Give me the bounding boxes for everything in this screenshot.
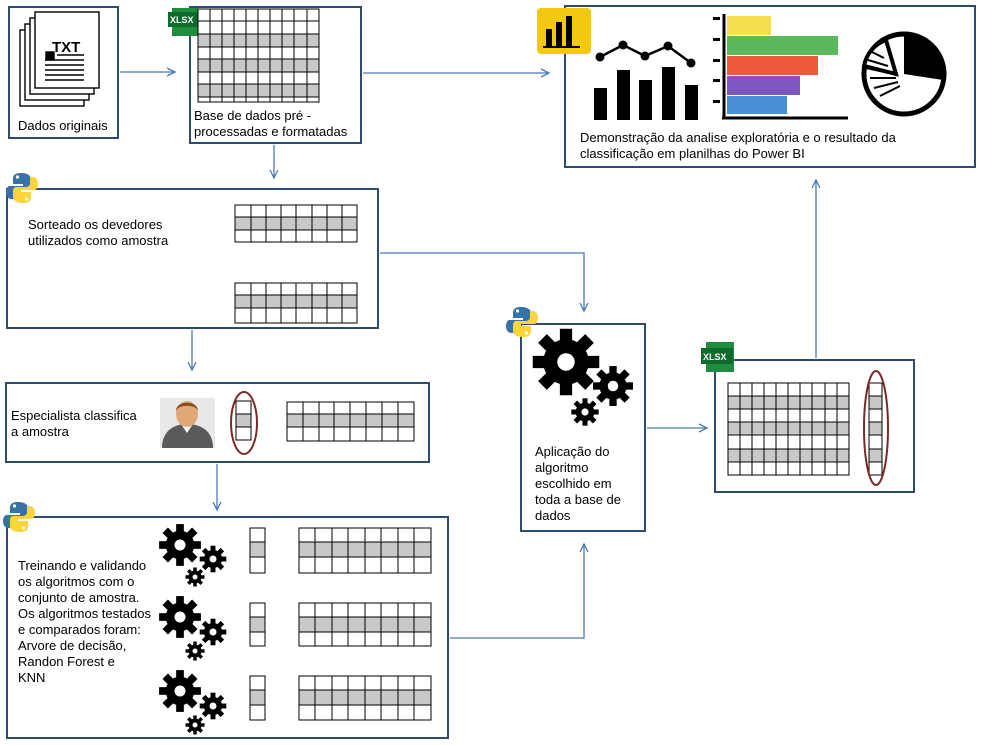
xlsx-file-icon: XLSX: [701, 342, 734, 372]
python-logo-icon: [6, 173, 38, 203]
application-label-line: dados: [535, 508, 571, 523]
training-grid: [298, 602, 432, 647]
application-label: Aplicação do algoritmo escolhido em toda…: [535, 444, 621, 524]
training-label: Treinando e validando os algoritmos com …: [18, 558, 151, 686]
label-column-icon: [863, 370, 889, 486]
svg-text:XLSX: XLSX: [170, 15, 194, 25]
txt-document-stack-icon: [19, 11, 100, 107]
powerbi-label-line2: classificação em planilhas do Power BI: [580, 146, 805, 161]
training-label-line: KNN: [18, 670, 46, 685]
training-label-line: Treinando e validando: [18, 558, 147, 573]
xlsx-file-icon: XLSX: [168, 8, 198, 36]
specialist-label-line1: Especialista classifica: [11, 408, 137, 423]
gears-icon: [159, 596, 227, 661]
specialist-label: Especialista classifica a amostra: [11, 408, 137, 440]
preprocessed-grid-icon: [197, 8, 320, 103]
application-label-line: algoritmo: [535, 460, 589, 475]
label-column-icon: [230, 391, 258, 455]
preprocessed-label: Base de dados pré - processadas e format…: [194, 108, 347, 140]
gears-icon: [159, 670, 227, 735]
txt-icon-label: TXT: [52, 39, 80, 56]
gears-icon: [159, 524, 227, 587]
sample-label-line1: Sorteado os devedores: [28, 217, 163, 232]
python-logo-icon: [3, 502, 35, 532]
raw-data-label: Dados originais: [18, 118, 108, 133]
arrow-sample-to-application: [380, 252, 584, 311]
sample-grid-bottom: [234, 282, 358, 324]
label-column-icon: [249, 602, 266, 647]
svg-text:XLSX: XLSX: [703, 352, 727, 362]
preprocessed-label-line2: processadas e formatadas: [194, 124, 348, 139]
python-logo-icon: [506, 307, 538, 337]
training-label-line: Randon Forest e: [18, 654, 115, 669]
power-bi-logo-icon: [537, 8, 591, 54]
gears-icon: [532, 328, 633, 426]
sample-label-line2: utilizados como amostra: [28, 233, 169, 248]
application-label-line: Aplicação do: [535, 444, 610, 459]
powerbi-label-line1: Demonstração da analise exploratória e o…: [580, 130, 896, 145]
training-label-line: Os algoritmos testados: [18, 606, 151, 621]
training-label-line: os algoritmos com o: [18, 574, 135, 589]
person-avatar-icon: [160, 398, 215, 448]
training-grid: [298, 675, 432, 721]
powerbi-label: Demonstração da analise exploratória e o…: [580, 130, 896, 162]
flow-arrows: [120, 72, 816, 639]
label-column-icon: [249, 527, 266, 574]
sample-grid-top: [234, 204, 358, 243]
result-grid: [727, 382, 850, 476]
arrow-training-to-application: [450, 544, 584, 639]
line-bar-chart-icon: [594, 40, 698, 120]
horizontal-bar-chart-icon: [713, 14, 848, 120]
specialist-grid: [286, 401, 415, 442]
preprocessed-data-box: [189, 6, 362, 144]
training-grid: [298, 527, 432, 574]
training-label-line: conjunto de amostra.: [18, 590, 140, 605]
training-label-line: Arvore de decisão,: [18, 638, 127, 653]
application-label-line: toda a base de: [535, 492, 622, 507]
preprocessed-label-line1: Base de dados pré -: [194, 108, 312, 123]
application-label-line: escolhido em: [535, 476, 612, 491]
sample-label: Sorteado os devedores utilizados como am…: [28, 217, 168, 249]
label-column-icon: [249, 675, 266, 721]
pie-chart-icon: [861, 31, 947, 117]
specialist-label-line2: a amostra: [11, 424, 69, 439]
training-label-line: e comparados foram:: [18, 622, 141, 637]
